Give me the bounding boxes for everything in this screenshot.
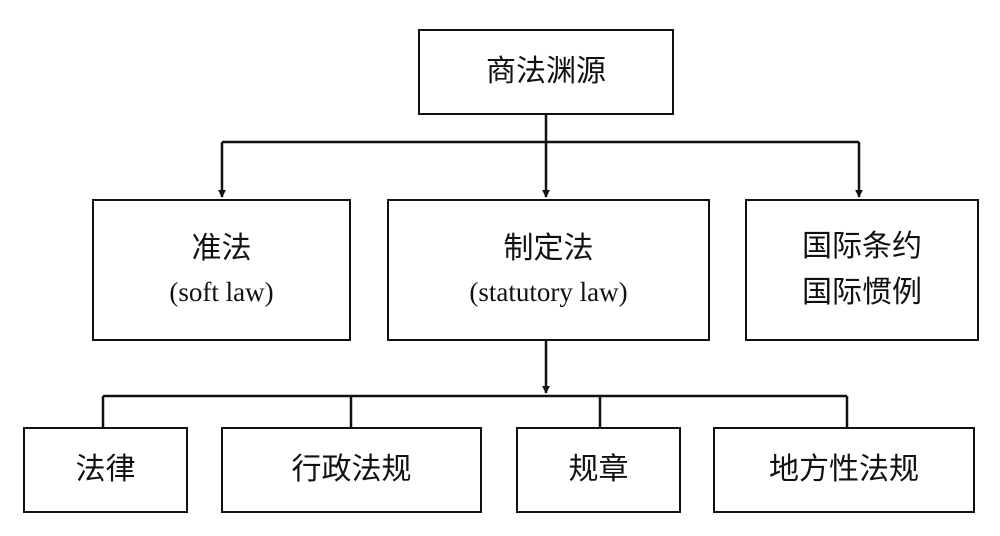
international-treaties-label: 国际条约 (802, 228, 922, 264)
statutory-law-title: 制定法 (503, 230, 594, 266)
law-label: 法律 (75, 451, 136, 487)
rules-label: 规章 (568, 451, 629, 487)
international-node: 国际条约 国际惯例 (745, 199, 979, 341)
international-customs-label: 国际惯例 (802, 275, 922, 310)
rules-node: 规章 (516, 427, 681, 513)
root-node: 商法渊源 (418, 29, 674, 115)
root-label: 商法渊源 (486, 53, 606, 89)
soft-law-title: 准法 (191, 230, 252, 266)
soft-law-subtitle: (soft law) (169, 277, 274, 308)
soft-law-node: 准法 (soft law) (92, 199, 351, 341)
statutory-law-node: 制定法 (statutory law) (387, 199, 710, 341)
administrative-regulations-node: 行政法规 (221, 427, 482, 513)
administrative-regulations-label: 行政法规 (291, 451, 412, 487)
local-regulations-label: 地方性法规 (769, 451, 919, 487)
statutory-law-subtitle: (statutory law) (469, 277, 628, 308)
local-regulations-node: 地方性法规 (713, 427, 975, 513)
law-node: 法律 (23, 427, 188, 513)
